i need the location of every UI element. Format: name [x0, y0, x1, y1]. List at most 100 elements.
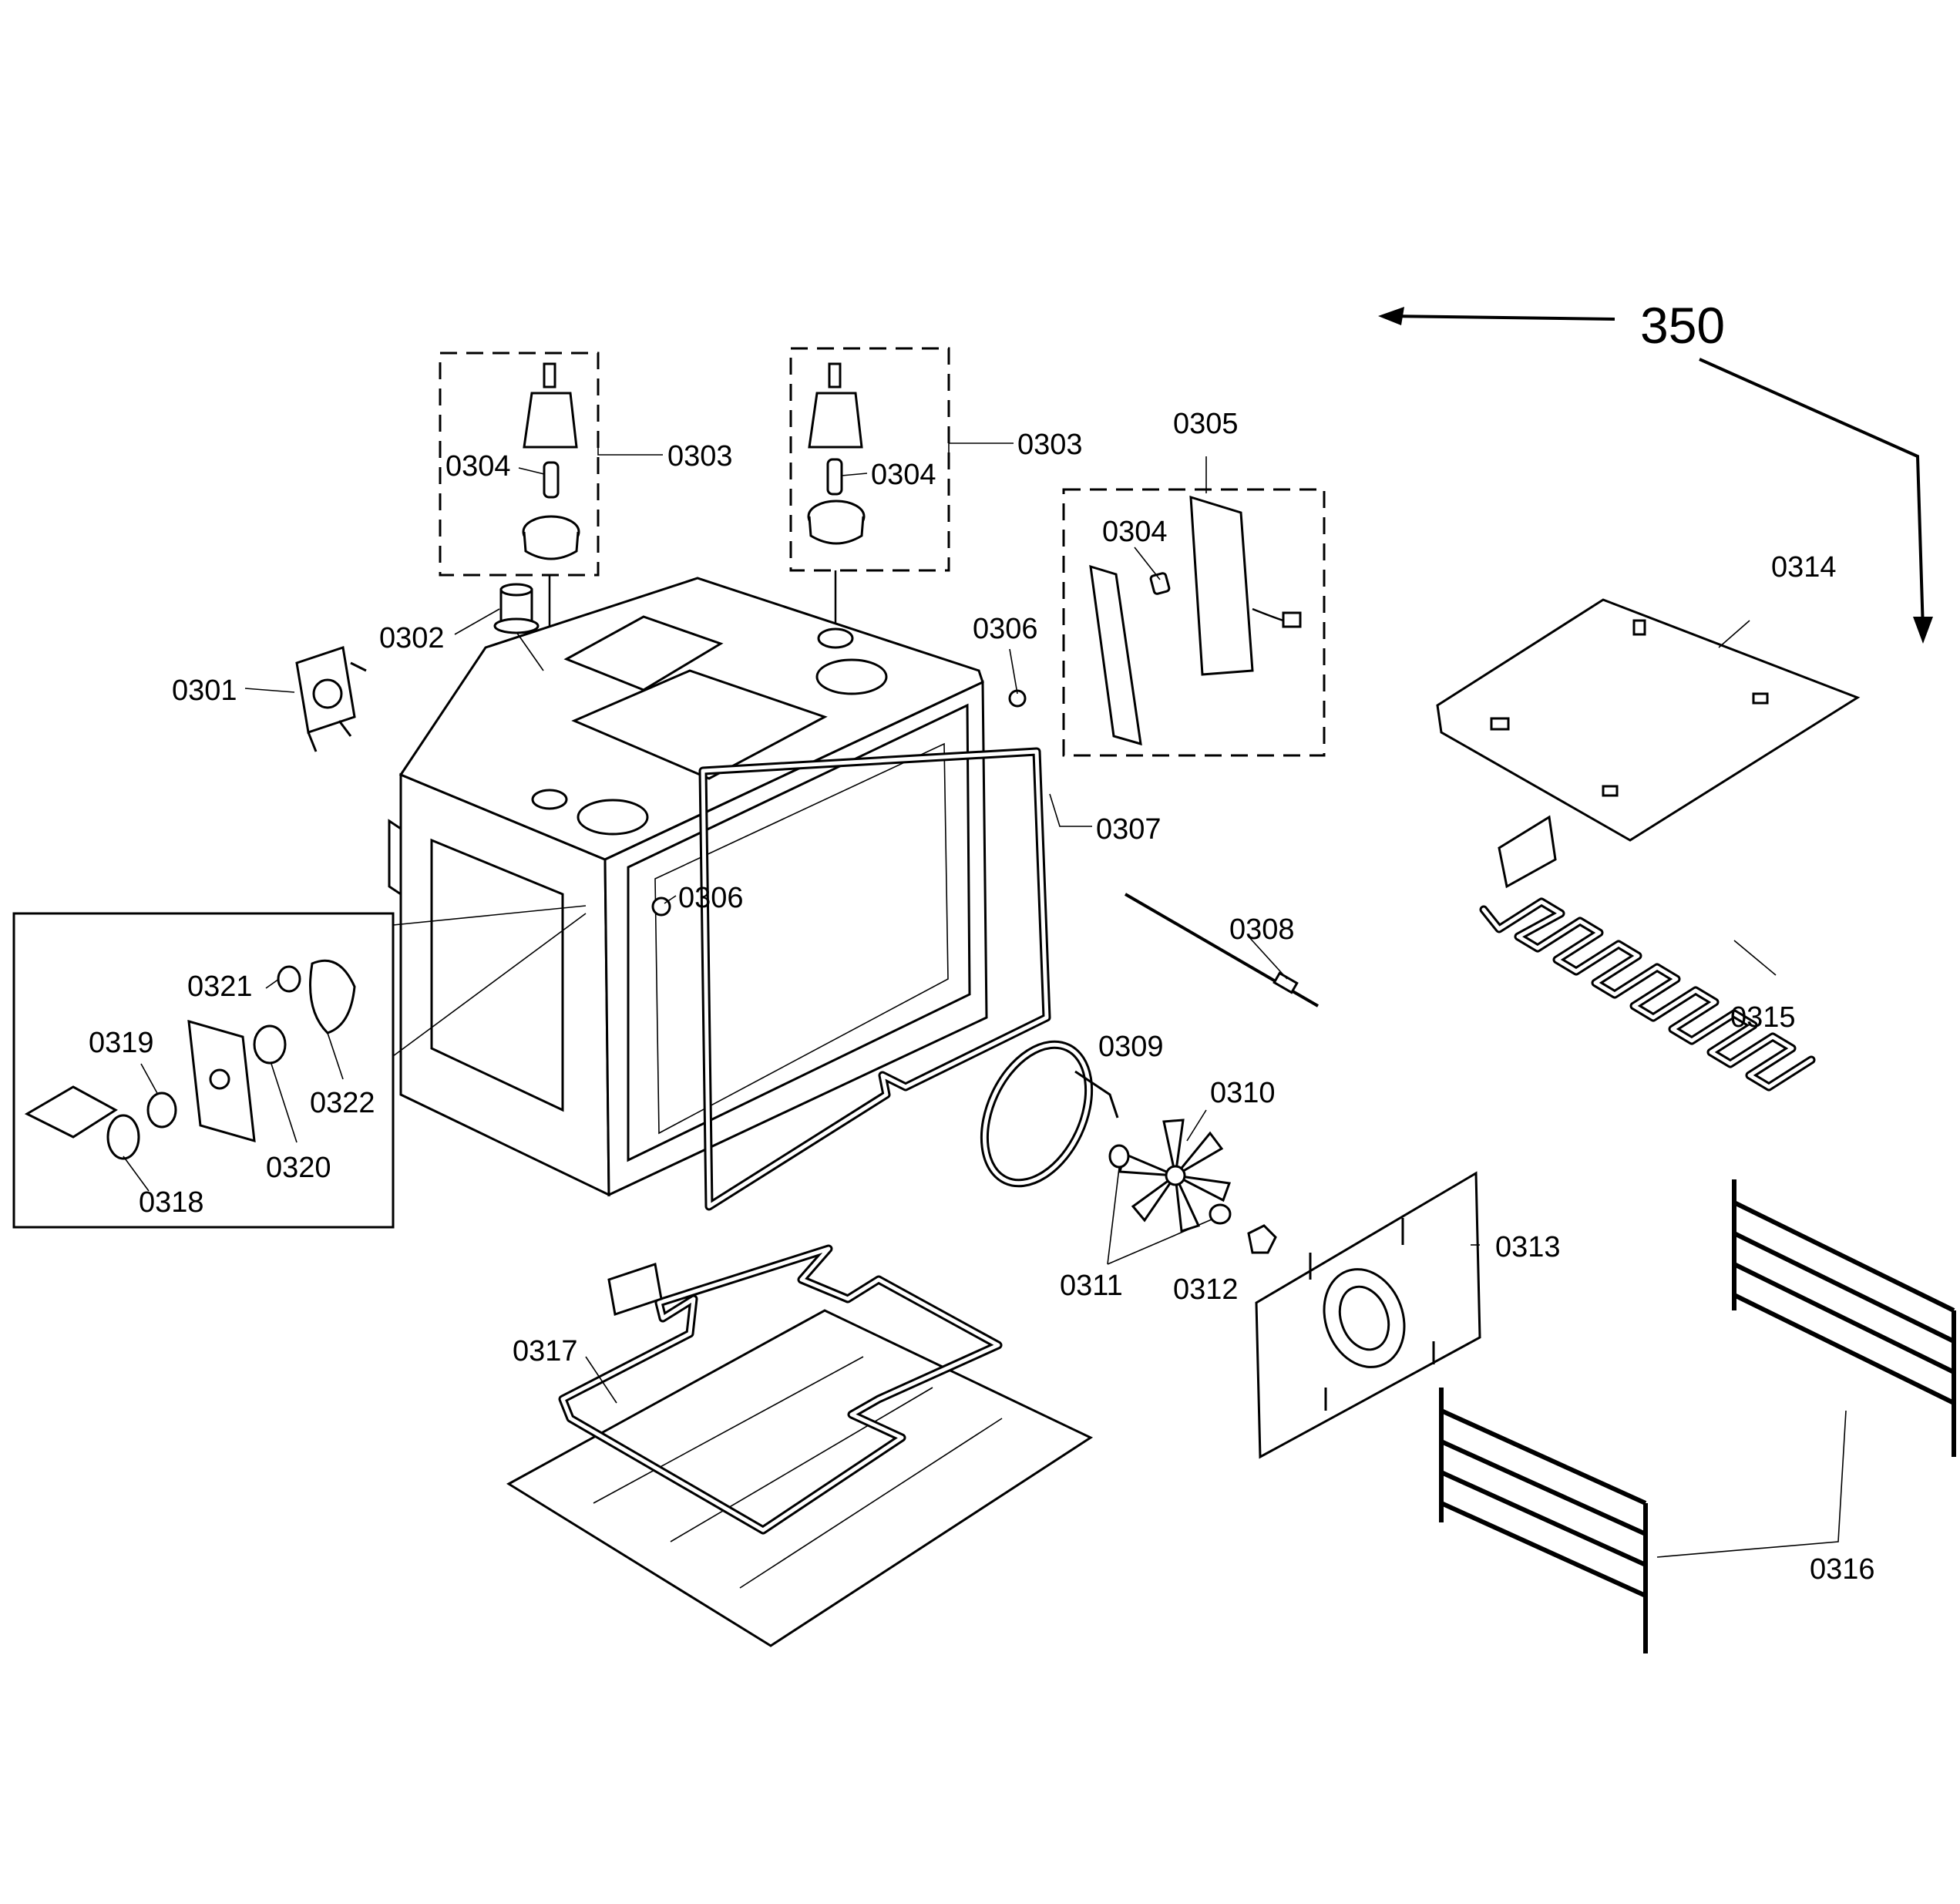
detail-inset [12, 905, 587, 1229]
lamp-cover-base-right [808, 516, 865, 545]
lamp-cover-base-left [523, 531, 580, 560]
callout-0305: 0305 [1173, 408, 1239, 440]
door-lock-gear [312, 678, 343, 709]
callout-0306-top: 0306 [973, 613, 1038, 645]
temperature-sensor [1124, 893, 1320, 1008]
leader-lines [123, 436, 1777, 1404]
callout-0313: 0313 [1495, 1231, 1561, 1263]
lamp-assembly-right [789, 347, 950, 632]
bake-coil-inner [560, 1246, 1000, 1532]
cavity-top-vent-1 [577, 799, 649, 836]
detail-inset-frame [12, 912, 395, 1229]
side-lamp-bulb [1149, 572, 1171, 595]
bottom-plate [506, 1309, 1094, 1647]
lamp-connector-right [828, 362, 842, 389]
switch-nut [253, 1024, 287, 1065]
down-arrow-head [1913, 617, 1933, 644]
lamp-assembly-left [439, 352, 600, 678]
detail-inset-leader-bottom [392, 913, 587, 1057]
fan-cover-tabs [1309, 1218, 1435, 1411]
cavity-lamp-hole-right [817, 627, 854, 649]
cavity-bumper-front [651, 896, 671, 917]
limiter-base [493, 617, 540, 634]
callout-labels: 0301 0302 0303 0303 0304 0304 0304 0305 … [89, 408, 1875, 1586]
broil-bracket [1498, 815, 1557, 889]
washer-leader-1 [1107, 1167, 1120, 1265]
lamp-bulb-right [826, 458, 843, 496]
broil-element [1479, 815, 1816, 1092]
washer-leader-2 [1107, 1219, 1212, 1265]
side-lamp-assembly [1062, 488, 1326, 757]
side-lamp-wire [1252, 607, 1284, 622]
assembly-group-number: 350 [1640, 297, 1725, 354]
broil-coil-inner [1481, 900, 1814, 1089]
top-cover-tab-2 [1490, 717, 1510, 731]
bake-bracket [607, 1263, 663, 1316]
callout-0314: 0314 [1771, 551, 1837, 584]
limiter-drop-line [516, 631, 544, 671]
fan-cover-panel [1255, 1171, 1481, 1459]
cavity-top-vent-2 [815, 658, 888, 695]
callout-0316: 0316 [1810, 1553, 1875, 1586]
rack-support-left [1439, 1388, 1648, 1653]
assembly-reference: 350 [1378, 297, 1933, 644]
left-arrow [1378, 307, 1615, 325]
callout-0321: 0321 [187, 971, 253, 1003]
switch-plate-hole [209, 1068, 230, 1090]
door-lock-tabs [307, 661, 367, 752]
lamp-bulb-left [543, 461, 560, 499]
door-lock [295, 646, 367, 752]
limiter-top [499, 583, 533, 597]
callout-0304-right: 0304 [871, 459, 936, 491]
fan-nut [1247, 1224, 1277, 1254]
callout-0301: 0301 [172, 674, 237, 707]
cavity-back-wall [654, 742, 949, 1135]
callout-0306-front: 0306 [678, 882, 744, 914]
cavity-side-bracket [388, 819, 402, 896]
convection-element [980, 1040, 1119, 1188]
gasket-inner [701, 749, 1049, 1209]
cavity-top-panel-1 [563, 615, 724, 691]
fan-blade [1118, 1119, 1232, 1233]
side-lamp-kit-box [1062, 488, 1326, 757]
top-cover-plate [1436, 598, 1861, 842]
lamp-socket-right [808, 392, 863, 449]
top-cover-tab-4 [1602, 785, 1619, 797]
switch-cover [309, 959, 356, 1034]
callout-0302: 0302 [379, 622, 445, 654]
cavity-top-panel-2 [571, 669, 828, 780]
top-cover-tab-3 [1752, 692, 1769, 705]
lamp-connector-left [543, 362, 556, 389]
detail-inset-leader-top [392, 905, 587, 926]
callout-0303-right: 0303 [1017, 429, 1083, 461]
rack-support-right [1732, 1179, 1956, 1457]
lamp-kit-box-left [439, 352, 600, 577]
callout-0309: 0309 [1098, 1031, 1164, 1063]
temperature-limiter [493, 583, 544, 671]
callout-0322: 0322 [310, 1087, 375, 1119]
convection-fan [1107, 1119, 1277, 1265]
cavity-left-window [430, 838, 564, 1112]
callout-0303-left: 0303 [667, 440, 733, 473]
washer-front [1108, 1144, 1130, 1169]
callout-0318: 0318 [139, 1186, 204, 1219]
callout-0304-box: 0304 [1102, 516, 1168, 548]
callout-0320: 0320 [266, 1152, 331, 1184]
top-element-cover [1436, 598, 1861, 842]
callout-0319: 0319 [89, 1027, 154, 1059]
fan-cover-grille-inner [1338, 1285, 1390, 1351]
callout-0311: 0311 [1060, 1270, 1123, 1302]
convection-terminals [1074, 1070, 1119, 1119]
callout-0304-left: 0304 [445, 450, 511, 483]
switch-gasket [146, 1092, 177, 1129]
bake-element-assembly [506, 1244, 1094, 1647]
side-lamp-plug [1282, 611, 1302, 628]
sensor-clip [1272, 971, 1299, 994]
lamp-socket-left [523, 392, 578, 449]
cavity-lamp-hole-left [531, 789, 568, 810]
callout-0315: 0315 [1730, 1001, 1796, 1034]
callout-0312: 0312 [1173, 1273, 1239, 1306]
callout-0308: 0308 [1229, 913, 1295, 946]
side-lamp-housing [1189, 495, 1254, 676]
